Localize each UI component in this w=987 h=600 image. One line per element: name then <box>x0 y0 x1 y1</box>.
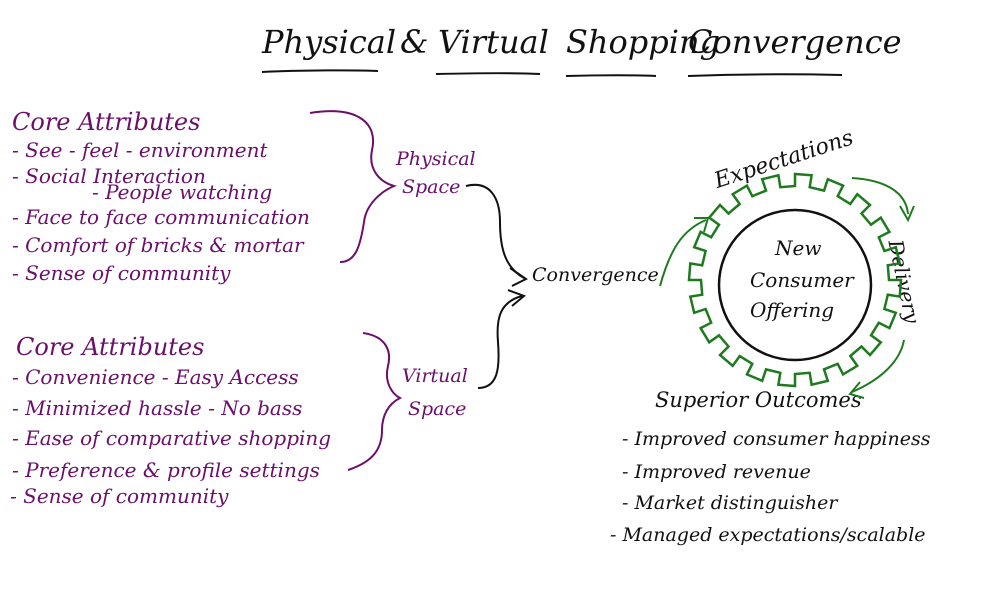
virtual-item-3: - Ease of comparative shopping <box>12 426 332 450</box>
arrow-virtual-to-convergence <box>477 295 523 389</box>
physical-item-6: - Sense of community <box>12 261 231 285</box>
outcomes-heading: Superior Outcomes <box>655 388 862 412</box>
physical-item-2: - Social Interaction <box>12 164 206 188</box>
physical-item-1: - See - feel - environment <box>12 138 268 162</box>
convergence-label: Convergence <box>532 264 659 286</box>
physical-space-label-2: Space <box>402 176 461 198</box>
title-virtual: Virtual <box>438 23 549 61</box>
physical-space-label-1: Physical <box>396 148 476 170</box>
virtual-item-2: - Minimized hassle - No bass <box>12 396 303 420</box>
expectations-arrowhead <box>694 217 710 233</box>
center-line-3: Offering <box>750 298 835 322</box>
arrowhead-virtual <box>507 289 526 307</box>
outcome-item-3: - Market distinguisher <box>622 492 838 514</box>
virtual-item-1: - Convenience - Easy Access <box>12 365 299 389</box>
virtual-space-label-2: Space <box>408 398 467 420</box>
arrow-physical-to-convergence <box>465 183 525 279</box>
arrowhead-physical <box>509 267 528 287</box>
top-right-arrow <box>851 177 909 215</box>
physical-item-4: - Face to face communication <box>12 205 310 229</box>
center-line-2: Consumer <box>750 268 854 292</box>
physical-item-3: - People watching <box>92 180 273 204</box>
delivery-arrowhead <box>848 381 865 399</box>
title-ampersand: & <box>400 23 429 61</box>
title-convergence: Convergence <box>688 23 902 61</box>
center-line-1: New <box>775 236 822 260</box>
title-underline-physical <box>261 69 379 73</box>
virtual-brace <box>347 332 403 471</box>
virtual-space-label-1: Virtual <box>402 365 468 387</box>
delivery-arrow <box>851 339 905 393</box>
title-underline-virtual <box>435 72 541 75</box>
title-physical: Physical <box>262 23 397 61</box>
title-shopping: Shopping <box>566 23 721 61</box>
title-underline-shopping <box>565 74 657 77</box>
outcome-item-4: - Managed expectations/scalable <box>610 524 926 546</box>
physical-heading: Core Attributes <box>12 108 201 136</box>
gear-outline <box>687 172 903 388</box>
top-right-arrowhead <box>899 205 915 223</box>
virtual-heading: Core Attributes <box>16 333 205 361</box>
physical-item-5: - Comfort of bricks & mortar <box>12 233 304 257</box>
outcome-item-2: - Improved revenue <box>622 461 811 483</box>
outcome-item-1: - Improved consumer happiness <box>622 428 931 450</box>
title-underline-convergence <box>687 73 843 77</box>
inner-circle <box>717 208 873 362</box>
expectations-arrow <box>659 219 707 287</box>
virtual-item-5: - Sense of community <box>10 484 229 508</box>
physical-brace <box>309 110 397 263</box>
virtual-item-4: - Preference & profile settings <box>12 458 320 482</box>
